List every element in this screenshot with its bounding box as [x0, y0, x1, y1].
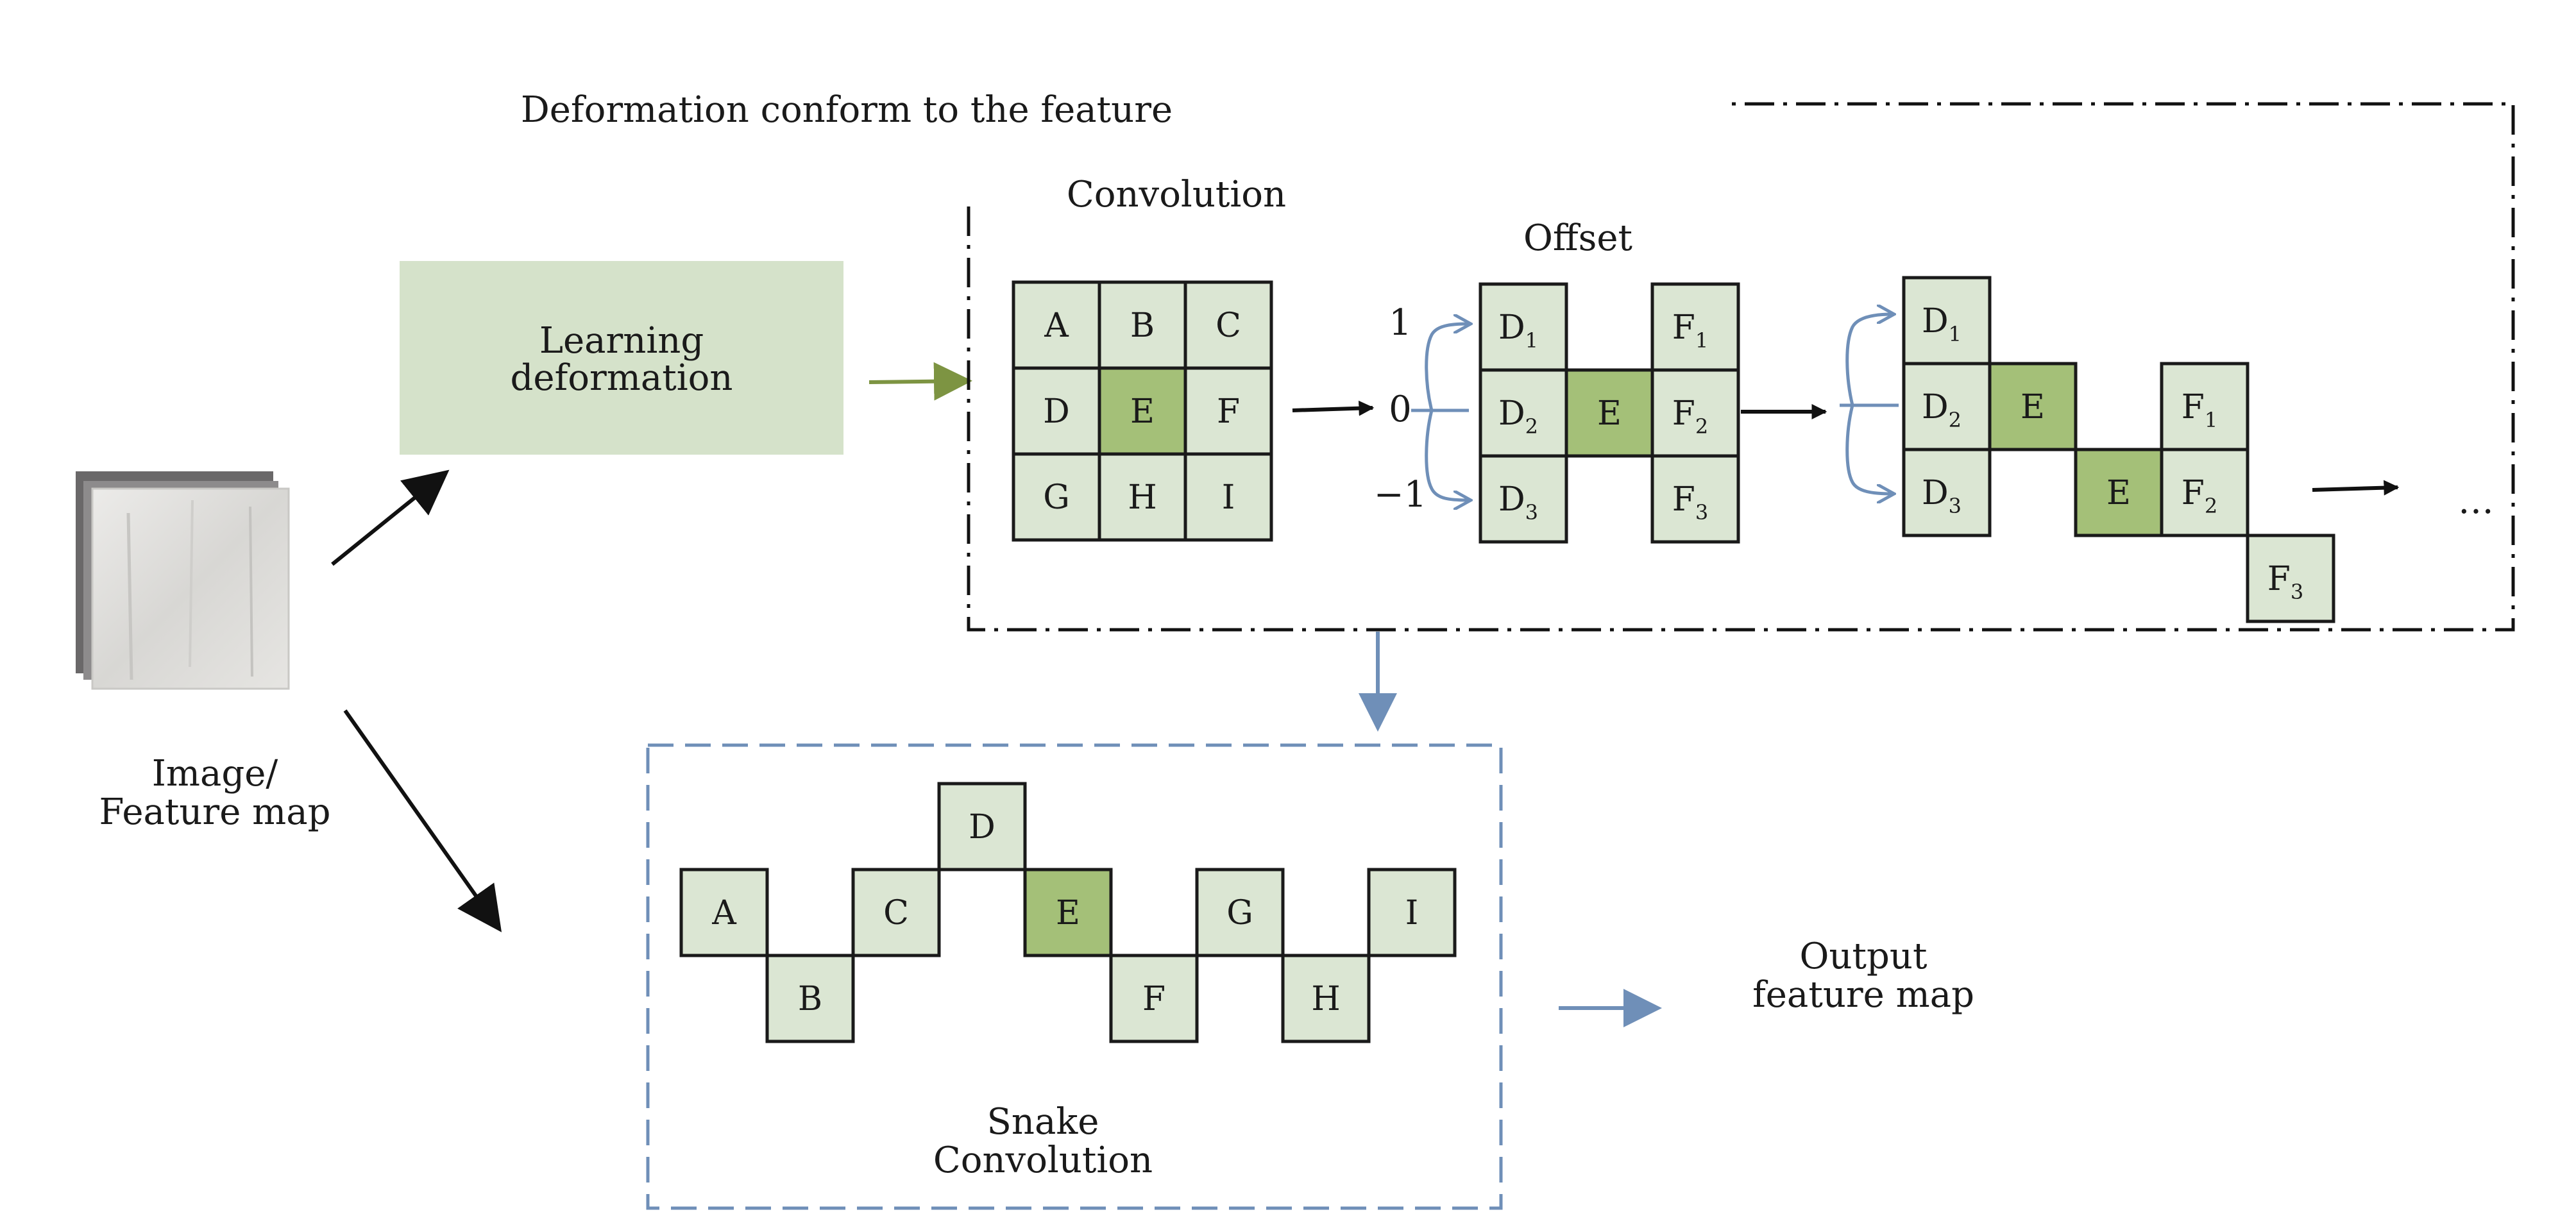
offset-scale-plus1: 1 [1389, 302, 1412, 344]
output-label-line1: Output [1800, 936, 1928, 977]
input-feature-map-image [76, 471, 290, 690]
snake-cell-b: B [765, 954, 855, 1043]
offset2-cell-f3-7: F3 [2246, 534, 2335, 623]
offset-step1-brace-arrows [1411, 324, 1469, 500]
learning-deformation-box [400, 261, 843, 455]
output-label-line2: feature map [1752, 974, 1974, 1016]
offset1-cell-f3: F3 [1650, 454, 1740, 544]
arrow-input-to-snake [343, 709, 502, 932]
conv-cell-i: I [1183, 452, 1273, 542]
conv-cell-f: F [1183, 366, 1273, 456]
snake-label-line1: Snake [987, 1101, 1099, 1143]
snake-cell-a-label: A [711, 894, 737, 932]
snake-cell-h: H [1281, 954, 1371, 1043]
offset1-cell-d3: D3 [1479, 454, 1568, 544]
snake-convolution-cells: A B C D E F G H I [679, 782, 1457, 1043]
conv-cell-h: H [1097, 452, 1187, 542]
offset-step2-brace-arrows [1840, 314, 1899, 494]
snake-cell-b-label: B [798, 980, 822, 1018]
offset2-cell-e-4: E [2074, 448, 2164, 537]
conv-cell-g: G [1012, 452, 1101, 542]
offset2-cell-f1-5-label: F1 [2182, 388, 2217, 432]
offset2-cell-d3-2: D3 [1902, 448, 1992, 537]
snake-cell-f-label: F [1142, 980, 1165, 1018]
offset2-cell-d1-0: D1 [1902, 276, 1992, 366]
snake-cell-a: A [679, 868, 769, 957]
snake-label-line2: Convolution [933, 1140, 1153, 1181]
conv-cell-b-label: B [1130, 307, 1155, 345]
convolution-title: Convolution [1067, 174, 1286, 215]
learning-label-line2: deformation [511, 357, 733, 399]
offset2-cell-e-4-label: E [2106, 474, 2131, 512]
conv-cell-c-label: C [1216, 307, 1241, 345]
conv-cell-d-label: D [1043, 392, 1070, 431]
offset2-cell-f2-6: F2 [2160, 448, 2250, 537]
offset-scale-zero: 0 [1389, 389, 1412, 430]
offset1-cell-d2: D2 [1479, 368, 1568, 458]
offset1-cell-d1: D1 [1479, 282, 1568, 372]
conv-cell-f-label: F [1217, 392, 1240, 431]
conv-cell-a: A [1012, 280, 1101, 370]
arrow-convolution-to-offset [1292, 400, 1375, 416]
arrow-learning-to-convolution [869, 362, 972, 401]
offset1-cell-f1: F1 [1650, 282, 1740, 372]
conv-cell-d: D [1012, 366, 1101, 456]
offset1-cell-f2: F2 [1650, 368, 1740, 458]
conv-cell-g-label: G [1043, 478, 1070, 517]
conv-cell-c: C [1183, 280, 1273, 370]
snake-cell-h-label: H [1311, 980, 1340, 1018]
conv-cell-e: E [1097, 366, 1187, 456]
input-label-line2: Feature map [99, 791, 331, 833]
snake-cell-d: D [937, 782, 1027, 871]
offset2-cell-e-3: E [1988, 362, 2078, 451]
offset2-cell-f1-5: F1 [2160, 362, 2250, 451]
arrow-input-to-learning [331, 469, 450, 566]
conv-cell-b: B [1097, 280, 1187, 370]
offset1-cell-e-label: E [1597, 394, 1622, 433]
offset2-cell-d2-1: D2 [1902, 362, 1992, 451]
snake-cell-c-label: C [883, 894, 909, 932]
deformation-region-border [967, 102, 2515, 632]
snake-cell-g: G [1195, 868, 1285, 957]
conv-cell-a-label: A [1044, 307, 1069, 345]
snake-cell-i: I [1367, 868, 1457, 957]
offset2-cell-e-3-label: E [2021, 388, 2045, 426]
snake-cell-c: C [851, 868, 941, 957]
snake-cell-g-label: G [1226, 894, 1253, 932]
conv-cell-h-label: H [1128, 478, 1157, 517]
header-title: Deformation conform to the feature [521, 89, 1173, 131]
learning-label-line1: Learning [539, 320, 704, 362]
continuation-ellipsis: … [2458, 480, 2494, 522]
snake-cell-d-label: D [969, 808, 996, 846]
input-label-line1: Image/ [152, 753, 278, 795]
snake-cell-e: E [1023, 868, 1113, 957]
snake-cell-f: F [1109, 954, 1199, 1043]
arrow-to-continuation [2312, 480, 2400, 496]
offset-title: Offset [1523, 217, 1633, 259]
conv-cell-i-label: I [1222, 478, 1235, 517]
snake-cell-e-label: E [1056, 894, 1080, 932]
conv-cell-e-label: E [1130, 392, 1155, 431]
snake-convolution-box [646, 743, 1503, 1210]
snake-cell-i-label: I [1405, 894, 1419, 932]
offset-scale-minus1: −1 [1374, 474, 1427, 516]
convolution-grid: A B C D E F G H I [1012, 280, 1273, 542]
offset1-cell-e: E [1564, 368, 1654, 458]
